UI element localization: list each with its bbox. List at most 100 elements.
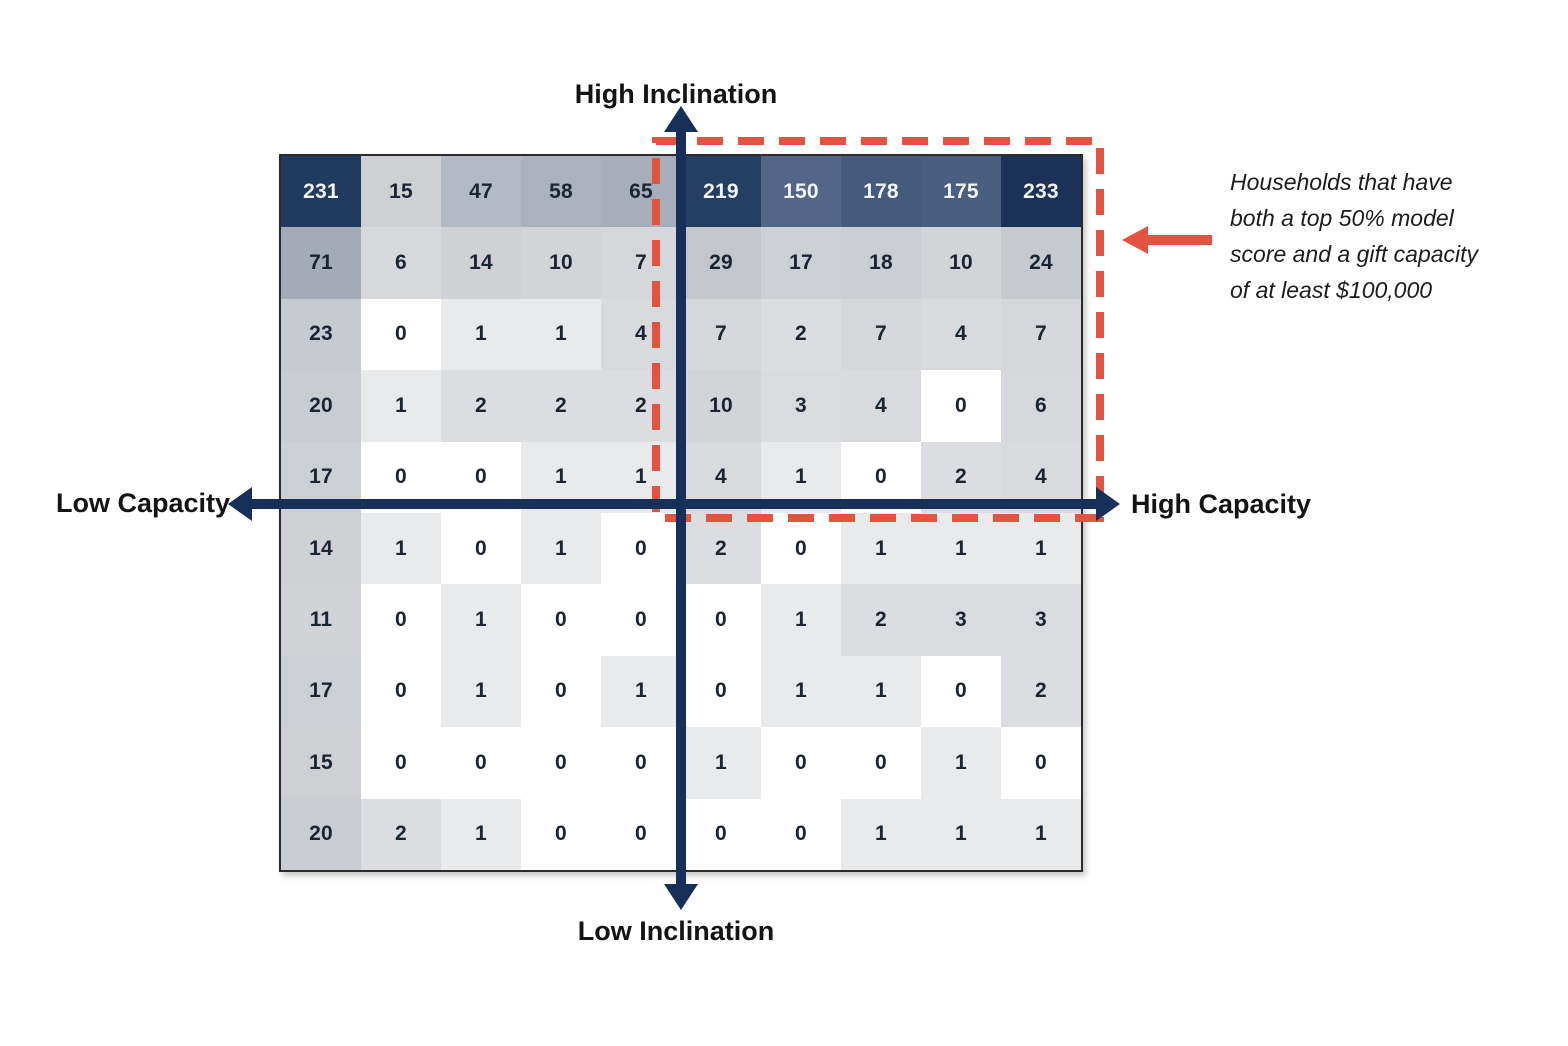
grid-cell: 1 xyxy=(441,655,521,728)
grid-cell: 0 xyxy=(361,441,441,513)
grid-cell: 175 xyxy=(921,156,1001,228)
grid-cell: 10 xyxy=(921,227,1001,299)
annotation-text: Households that have both a top 50% mode… xyxy=(1230,165,1568,309)
grid-cell: 219 xyxy=(681,156,761,228)
grid-cell: 2 xyxy=(921,441,1001,513)
grid-cell: 10 xyxy=(521,227,601,299)
grid-cell: 0 xyxy=(601,798,681,870)
grid-cell: 6 xyxy=(361,227,441,299)
grid-cell: 0 xyxy=(441,513,521,585)
grid-cell: 1 xyxy=(761,584,841,656)
grid-cell: 20 xyxy=(281,798,361,870)
grid-cell: 0 xyxy=(761,727,841,799)
grid-cell: 150 xyxy=(761,156,841,228)
grid-cell: 1 xyxy=(521,298,601,371)
grid-cell: 3 xyxy=(761,370,841,442)
grid-cell: 0 xyxy=(601,513,681,585)
inclination-axis-arrowhead-down-icon xyxy=(664,884,698,910)
axis-label-high-inclination: High Inclination xyxy=(574,79,778,109)
grid-cell: 7 xyxy=(601,227,681,299)
grid-cell: 17 xyxy=(281,441,361,513)
grid-cell: 14 xyxy=(281,513,361,585)
grid-cell: 2 xyxy=(841,584,921,656)
grid-cell: 11 xyxy=(281,584,361,656)
grid-cell: 1 xyxy=(841,798,921,870)
grid-cell: 4 xyxy=(681,441,761,513)
grid-cell: 71 xyxy=(281,227,361,299)
grid-cell: 178 xyxy=(841,156,921,228)
annotation-arrow-head-icon xyxy=(1122,226,1148,254)
grid-cell: 47 xyxy=(441,156,521,228)
grid-cell: 17 xyxy=(281,655,361,728)
annotation-line: Households that have xyxy=(1230,169,1453,195)
axis-label-low-inclination: Low Inclination xyxy=(577,916,775,946)
grid-cell: 7 xyxy=(681,298,761,371)
grid-cell: 231 xyxy=(281,156,361,228)
grid-cell: 0 xyxy=(921,655,1001,728)
grid-cell: 1 xyxy=(841,655,921,728)
grid-cell: 18 xyxy=(841,227,921,299)
grid-cell: 1 xyxy=(601,441,681,513)
grid-cell: 0 xyxy=(1001,727,1081,799)
grid-cell: 15 xyxy=(281,727,361,799)
grid-cell: 1 xyxy=(761,441,841,513)
grid-cell: 0 xyxy=(601,727,681,799)
grid-cell: 0 xyxy=(361,298,441,371)
grid-cell: 0 xyxy=(521,798,601,870)
grid-cell: 0 xyxy=(761,513,841,585)
grid-cell: 0 xyxy=(681,655,761,728)
grid-cell: 0 xyxy=(441,727,521,799)
axis-label-high-capacity: High Capacity xyxy=(1131,489,1312,519)
grid-cell: 0 xyxy=(521,727,601,799)
grid-cell: 65 xyxy=(601,156,681,228)
grid-cell: 1 xyxy=(441,584,521,656)
grid-cell: 0 xyxy=(681,798,761,870)
grid-cell: 17 xyxy=(761,227,841,299)
grid-cell: 3 xyxy=(1001,584,1081,656)
grid-cell: 0 xyxy=(761,798,841,870)
grid-cell: 24 xyxy=(1001,227,1081,299)
grid-cell: 20 xyxy=(281,370,361,442)
grid-cell: 1 xyxy=(601,655,681,728)
grid-cell: 2 xyxy=(521,370,601,442)
grid-cell: 15 xyxy=(361,156,441,228)
grid-cell: 4 xyxy=(921,298,1001,371)
grid-cell: 1 xyxy=(921,798,1001,870)
grid-cell: 2 xyxy=(1001,655,1081,728)
grid-cell: 0 xyxy=(521,584,601,656)
grid-cell: 29 xyxy=(681,227,761,299)
grid-cell: 3 xyxy=(921,584,1001,656)
grid-cell: 1 xyxy=(761,655,841,728)
grid-cell: 10 xyxy=(681,370,761,442)
annotation-line: score and a gift capacity xyxy=(1230,240,1479,267)
grid-cell: 233 xyxy=(1001,156,1081,228)
grid-cell: 1 xyxy=(1001,798,1081,870)
grid-cell: 2 xyxy=(441,370,521,442)
annotation-line: both a top 50% model xyxy=(1230,204,1454,231)
grid-cell: 7 xyxy=(841,298,921,371)
grid-cell: 1 xyxy=(921,513,1001,585)
grid-cell: 4 xyxy=(601,298,681,371)
grid-cell: 1 xyxy=(521,513,601,585)
grid-cell: 1 xyxy=(441,298,521,371)
grid-cell: 1 xyxy=(1001,513,1081,585)
grid-cell: 1 xyxy=(361,513,441,585)
grid-cell: 23 xyxy=(281,298,361,371)
grid-cell: 1 xyxy=(681,727,761,799)
grid-cell: 0 xyxy=(841,727,921,799)
grid-cell: 2 xyxy=(681,513,761,585)
grid-cell: 1 xyxy=(841,513,921,585)
grid-cell: 0 xyxy=(921,370,1001,442)
grid-cell: 4 xyxy=(841,370,921,442)
grid-cell: 0 xyxy=(681,584,761,656)
grid-cell: 0 xyxy=(521,655,601,728)
grid-cell: 6 xyxy=(1001,370,1081,442)
grid-cell: 58 xyxy=(521,156,601,228)
grid-cell: 1 xyxy=(441,798,521,870)
grid-cell: 2 xyxy=(761,298,841,371)
grid-cell: 0 xyxy=(841,441,921,513)
grid-cell: 4 xyxy=(1001,441,1081,513)
grid-cell: 14 xyxy=(441,227,521,299)
